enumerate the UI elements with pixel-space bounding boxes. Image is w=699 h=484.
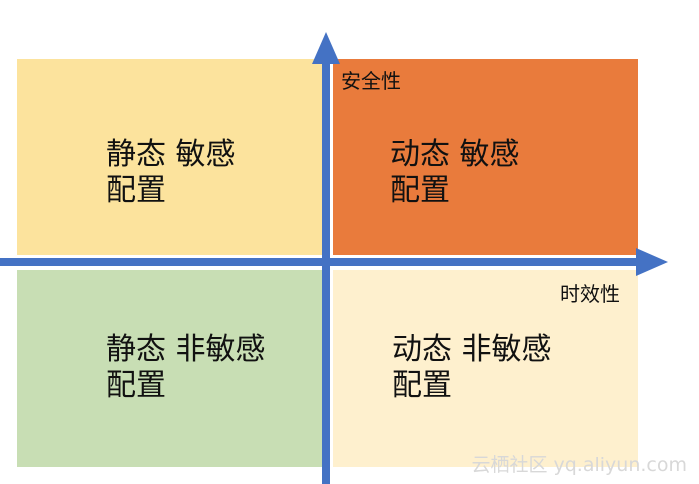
x-axis-arrowhead-icon bbox=[636, 248, 668, 276]
quadrant-label-line2: 配置 bbox=[106, 173, 166, 208]
quadrant-label-line2: 配置 bbox=[390, 173, 450, 208]
quadrant-label-line1: 静态 敏感 bbox=[106, 137, 236, 172]
quadrant-dynamic-sensitive: 动态 敏感 配置 bbox=[333, 59, 638, 255]
quadrant-label: 静态 非敏感 配置 bbox=[106, 332, 266, 404]
quadrant-static-sensitive: 静态 敏感 配置 bbox=[17, 59, 323, 255]
quadrant-label-line1: 动态 敏感 bbox=[390, 137, 520, 172]
y-axis-label: 安全性 bbox=[341, 69, 401, 93]
x-axis-label: 时效性 bbox=[560, 282, 620, 306]
quadrant-label-line1: 动态 非敏感 bbox=[392, 332, 552, 367]
quadrant-label: 静态 敏感 配置 bbox=[106, 137, 236, 209]
quadrant-label-line2: 配置 bbox=[392, 368, 452, 403]
quadrant-dynamic-nonsensitive: 动态 非敏感 配置 bbox=[333, 270, 638, 467]
quadrant-label: 动态 非敏感 配置 bbox=[392, 332, 552, 404]
watermark: 云栖社区 yq.aliyun.com bbox=[471, 454, 687, 476]
quadrant-label: 动态 敏感 配置 bbox=[390, 137, 520, 209]
quadrant-label-line2: 配置 bbox=[106, 368, 166, 403]
quadrant-static-nonsensitive: 静态 非敏感 配置 bbox=[17, 270, 323, 467]
y-axis-arrowhead-icon bbox=[312, 32, 340, 64]
quadrant-label-line1: 静态 非敏感 bbox=[106, 332, 266, 367]
